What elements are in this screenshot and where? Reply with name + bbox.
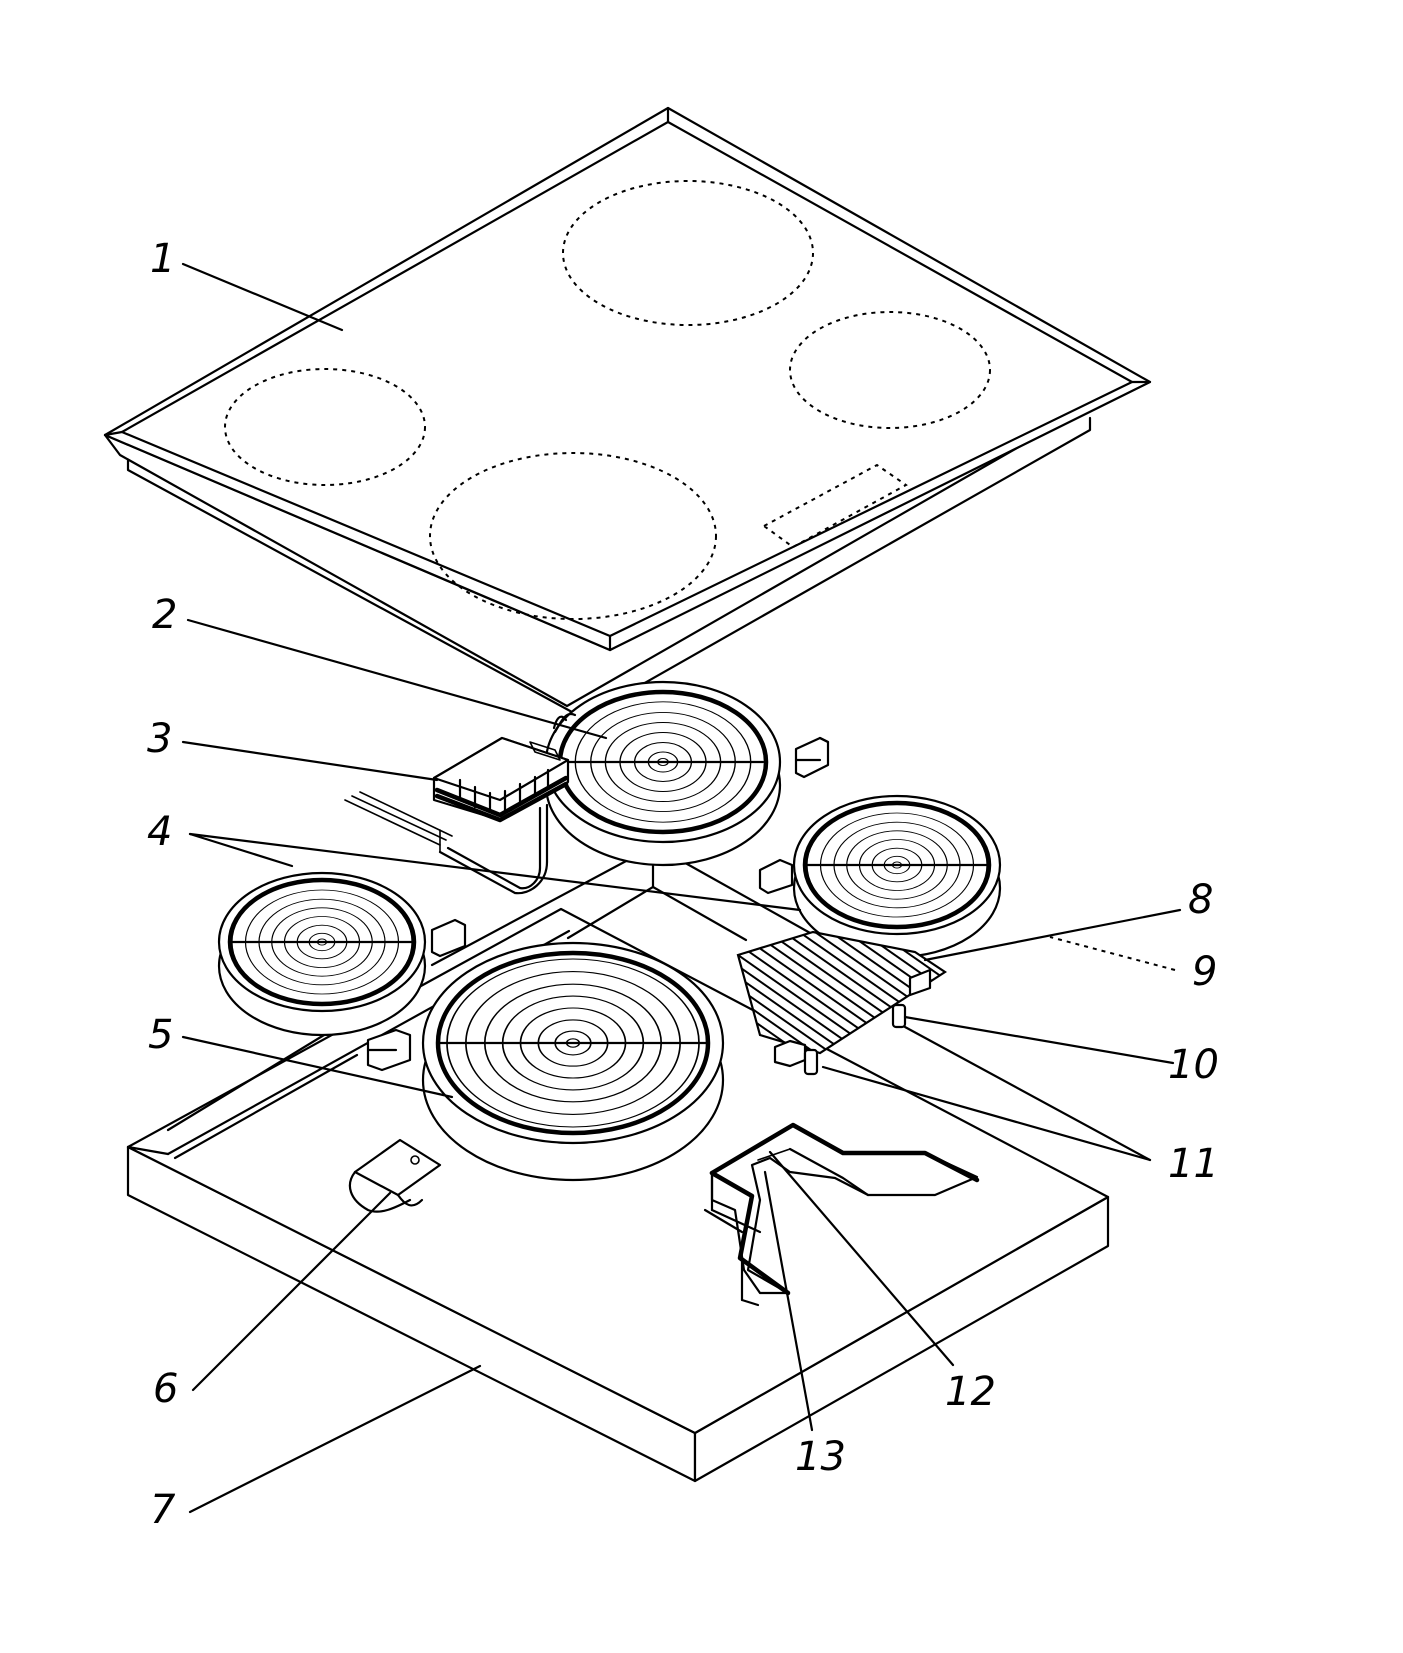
label-8: 8 <box>1188 877 1213 923</box>
temperature-limiter <box>758 858 794 895</box>
radiant-heater-large <box>366 941 725 1182</box>
label-3: 3 <box>147 716 172 762</box>
radiant-heater-left <box>217 871 467 1037</box>
label-4: 4 <box>147 809 172 855</box>
label-9: 9 <box>1192 949 1217 995</box>
label-1: 1 <box>150 236 175 282</box>
label-10: 10 <box>1168 1042 1219 1088</box>
cooking-zone-outline <box>429 452 717 620</box>
radiant-heater-right <box>758 794 1002 959</box>
label-7: 7 <box>150 1487 176 1533</box>
control-area-outline <box>762 463 908 549</box>
temperature-limiter <box>366 1028 412 1072</box>
cooking-zone-outline <box>789 311 991 429</box>
glass-cooktop-plate <box>103 106 1152 720</box>
label-11: 11 <box>1168 1141 1219 1187</box>
control-board <box>736 930 948 1076</box>
control-cutout <box>703 1122 980 1307</box>
label-6: 6 <box>153 1366 178 1412</box>
cooking-zone-outline <box>224 368 426 486</box>
label-2: 2 <box>152 592 177 638</box>
wiring-lines <box>166 858 830 1160</box>
label-5: 5 <box>148 1012 173 1058</box>
label-12: 12 <box>945 1369 996 1415</box>
spring-clip <box>348 1138 442 1213</box>
temperature-limiter <box>794 736 830 779</box>
cooking-zone-outline <box>562 180 814 326</box>
radiant-heater-top <box>544 680 830 867</box>
temperature-limiter <box>430 918 467 958</box>
part-labels: 1 2 3 4 5 6 7 8 9 10 11 12 13 <box>147 236 1219 1533</box>
leader-lines <box>181 262 1182 1514</box>
terminal-block <box>344 736 570 895</box>
label-13: 13 <box>795 1434 846 1480</box>
